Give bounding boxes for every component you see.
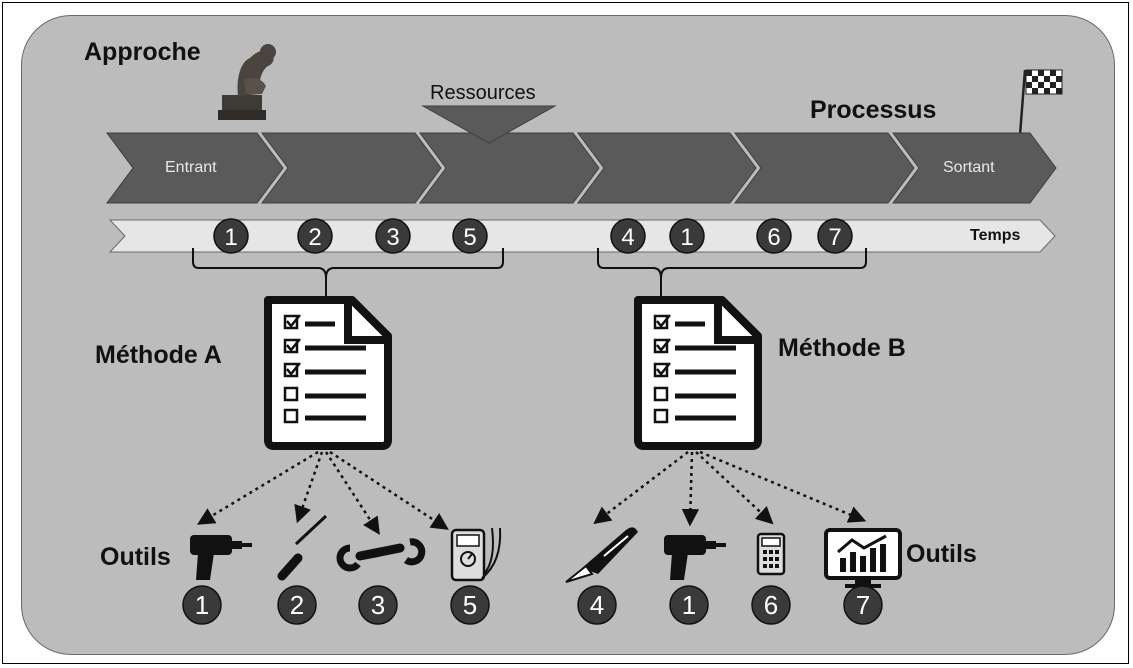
tool-badge xyxy=(669,585,709,625)
process-chevrons xyxy=(106,132,1057,204)
finish-flag-icon xyxy=(1018,69,1063,136)
tool-number: 1 xyxy=(195,590,209,620)
chevron-5 xyxy=(734,132,915,204)
screwdriver-icon xyxy=(277,514,328,581)
timeline-number: 2 xyxy=(308,224,321,251)
timeline-badge xyxy=(452,218,488,254)
tool-badge xyxy=(751,585,791,625)
monitor-chart-icon xyxy=(824,528,902,588)
drill-icon xyxy=(664,535,726,580)
brace-method-b xyxy=(597,248,867,296)
checklist-document-icon xyxy=(634,296,762,450)
timeline-badge xyxy=(756,218,792,254)
process-label: Processus xyxy=(810,96,937,124)
timeline-badge xyxy=(817,218,853,254)
chevron-3 xyxy=(419,132,600,204)
timeline-badge xyxy=(213,218,249,254)
drill-icon xyxy=(190,535,252,580)
tool-number: 1 xyxy=(682,590,696,620)
chevron-6 xyxy=(892,132,1057,204)
thinker-statue-icon xyxy=(218,44,276,120)
output-label: Sortant xyxy=(943,159,995,176)
chevron-1 xyxy=(106,132,284,204)
approach-title: Approche xyxy=(84,38,201,66)
method-a-label: Méthode A xyxy=(95,341,222,369)
timeline-number: 3 xyxy=(386,224,399,251)
timeline-badge xyxy=(297,218,333,254)
tool-number: 4 xyxy=(590,590,604,620)
dotted-arrows-method-a xyxy=(197,450,449,535)
tool-badge xyxy=(450,585,490,625)
tool-number: 7 xyxy=(856,590,870,620)
timeline-badges xyxy=(213,218,853,254)
multimeter-icon xyxy=(450,527,502,582)
dotted-arrows-method-b xyxy=(593,450,867,527)
timeline-badge xyxy=(669,218,705,254)
timeline-number: 7 xyxy=(828,224,841,251)
timeline-arrow xyxy=(108,219,1056,253)
tool-number: 5 xyxy=(463,590,477,620)
brace-method-a xyxy=(192,248,504,296)
input-label: Entrant xyxy=(165,159,217,176)
tools-label-b: Outils xyxy=(906,540,977,568)
tool-number: 2 xyxy=(290,590,304,620)
timeline-number: 4 xyxy=(621,224,634,251)
resources-label: Ressources xyxy=(430,82,536,104)
tool-badge xyxy=(358,585,398,625)
tool-number: 3 xyxy=(371,590,385,620)
wrench-icon xyxy=(336,538,426,572)
cutter-icon xyxy=(565,527,638,583)
tool-badge xyxy=(577,585,617,625)
checklist-document-icon xyxy=(264,296,392,450)
tool-badge xyxy=(277,585,317,625)
tools-label-a: Outils xyxy=(100,543,171,571)
calculator-icon xyxy=(756,532,786,576)
tool-badge xyxy=(843,585,883,625)
timeline-number: 1 xyxy=(224,224,237,251)
timeline-badge xyxy=(610,218,646,254)
chevron-4 xyxy=(577,132,757,204)
time-label: Temps xyxy=(970,227,1021,244)
timeline-badge xyxy=(375,218,411,254)
resources-triangle xyxy=(421,105,557,144)
tool-number: 6 xyxy=(764,590,778,620)
timeline-number: 5 xyxy=(463,224,476,251)
tool-badge xyxy=(182,585,222,625)
chevron-2 xyxy=(261,132,442,204)
method-b-label: Méthode B xyxy=(778,334,906,362)
timeline-number: 6 xyxy=(767,224,780,251)
tool-badges xyxy=(182,585,883,625)
timeline-number: 1 xyxy=(680,224,693,251)
